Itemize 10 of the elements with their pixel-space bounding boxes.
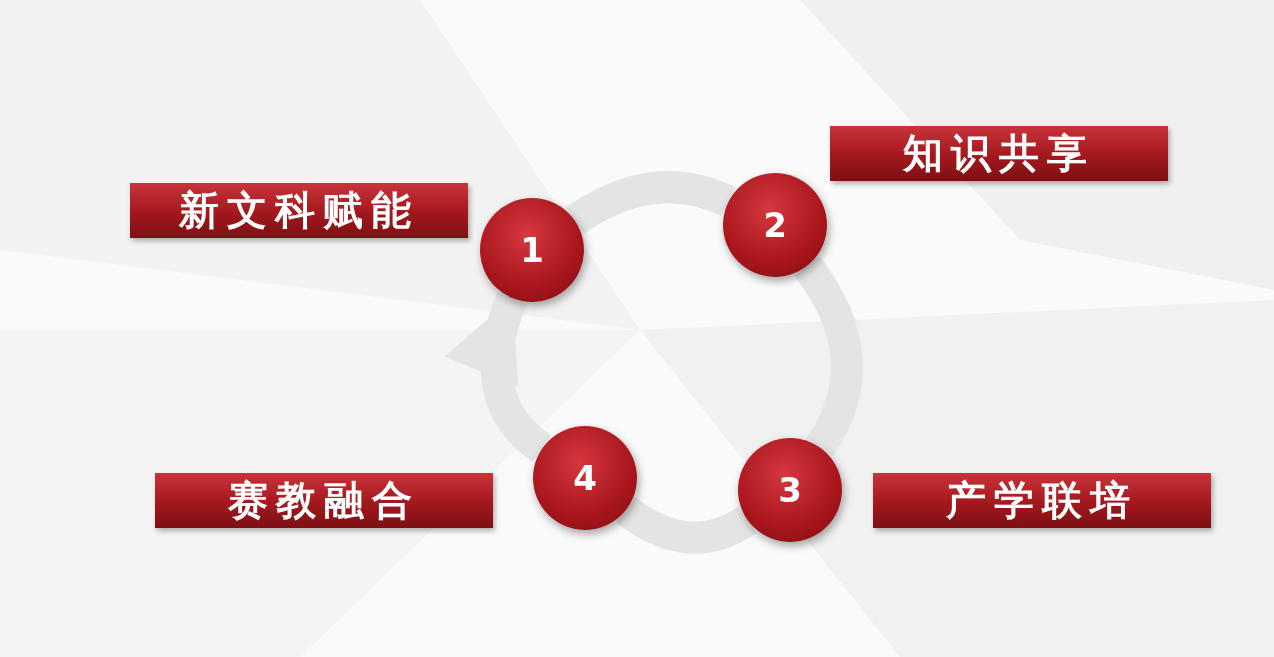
title-banner: 赛教融合 <box>155 473 493 528</box>
step-number-circle: 2 <box>723 173 827 277</box>
curved-arrow <box>446 292 552 462</box>
curved-connector <box>616 497 756 554</box>
step-number-circle: 4 <box>533 426 637 530</box>
title-banner: 新文科赋能 <box>130 183 468 238</box>
title-banner: 知识共享 <box>830 126 1168 181</box>
title-banner: 产学联培 <box>873 473 1211 528</box>
curved-connector <box>793 256 863 456</box>
curved-connector <box>566 171 736 234</box>
